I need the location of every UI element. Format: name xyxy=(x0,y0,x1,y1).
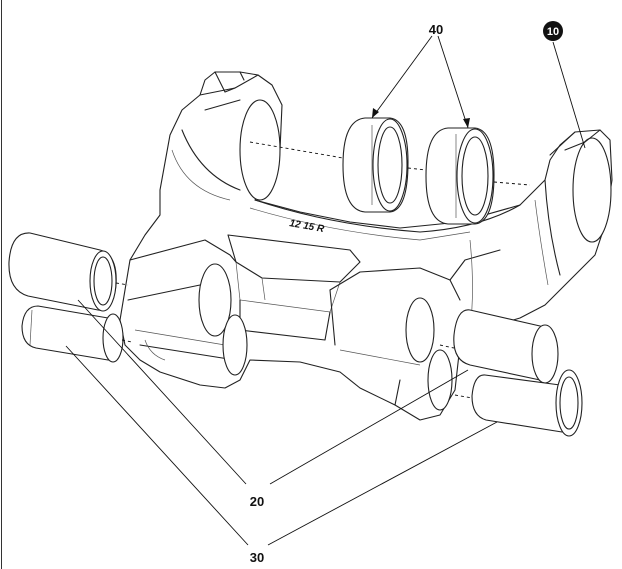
upper-axis-dash-1 xyxy=(249,141,344,159)
bushing-30-left xyxy=(21,305,124,363)
arrowhead-40-a xyxy=(372,108,379,118)
left-axis-dash-2 xyxy=(121,339,133,343)
callout-10: 10 xyxy=(547,26,559,38)
leader-20-a xyxy=(77,299,247,485)
bushing-40-right xyxy=(425,127,495,225)
right-axis-dash-1 xyxy=(439,344,455,349)
right-axis-dash-2 xyxy=(454,394,473,399)
bushing-20-left xyxy=(8,232,117,312)
bushing-30-right xyxy=(471,369,583,437)
leader-40-b xyxy=(437,35,469,129)
leader-10 xyxy=(552,41,586,149)
leader-30-b xyxy=(267,421,498,546)
leader-30-a xyxy=(65,345,249,546)
bushing-40-left xyxy=(342,117,409,213)
arrowhead-40-b xyxy=(463,118,470,128)
callout-30: 30 xyxy=(250,550,264,565)
upper-axis-dash-2 xyxy=(407,167,427,171)
upper-axis-dash-3 xyxy=(493,181,531,186)
callout-20: 20 xyxy=(250,494,264,509)
bushing-20-right xyxy=(453,309,559,384)
left-axis-dash-1 xyxy=(115,282,129,286)
main-casting-body xyxy=(119,71,613,421)
leader-40-a xyxy=(371,35,433,119)
callout-40: 40 xyxy=(429,22,443,37)
callout-10-badge: 10 xyxy=(543,21,563,41)
leader-20-b xyxy=(269,369,469,485)
